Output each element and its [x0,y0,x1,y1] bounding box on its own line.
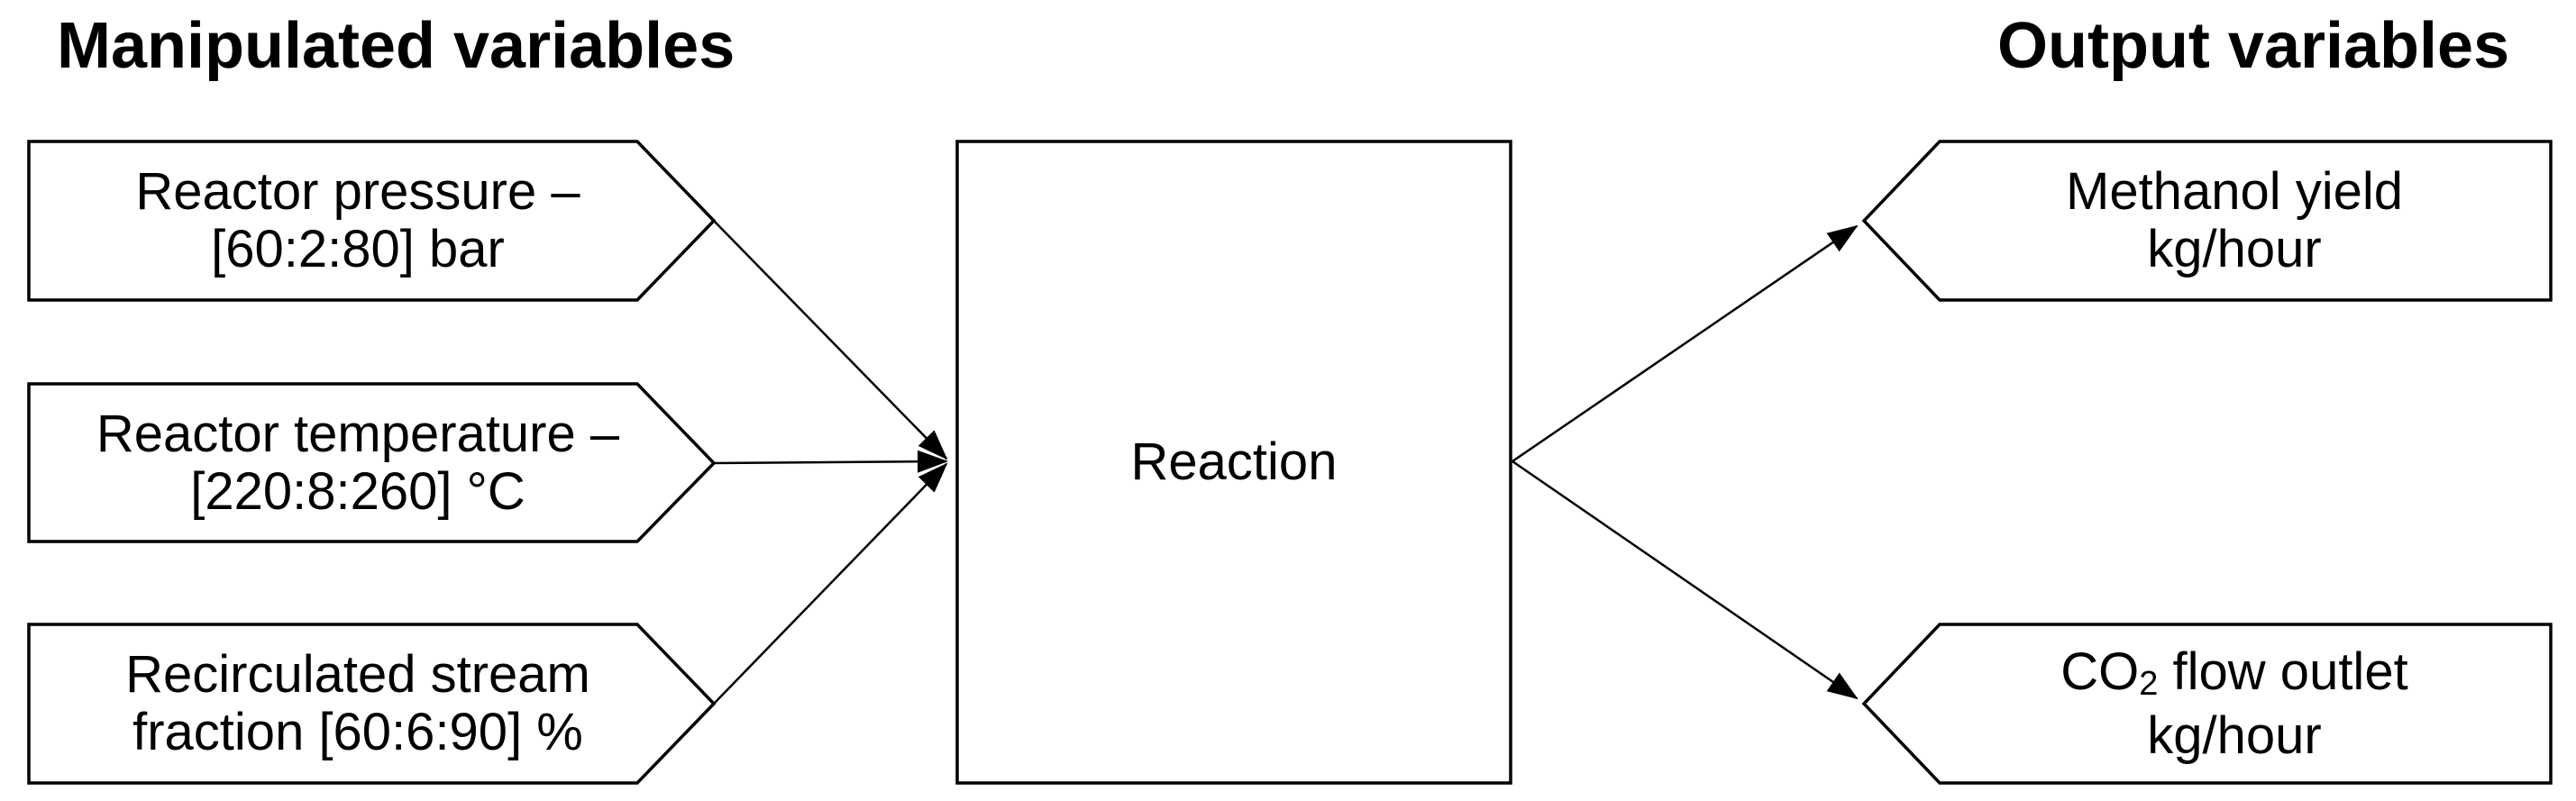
input-box-reactor-temperature-shape [27,382,717,543]
output-1-line2: kg/hour [2147,220,2322,278]
connector-temperature-to-reaction [713,450,948,473]
input-box-reactor-pressure-label: Reactor pressure – [60:2:80] bar [29,141,687,300]
connector-reaction-to-co2 [1512,460,1859,700]
input-box-recirculated-stream-shape [27,623,717,785]
input-3-line1: Recirculated stream [125,645,590,704]
output-2-line2: kg/hour [2147,705,2322,765]
reaction-text: Reaction [1130,432,1338,491]
manipulated-variables-title: Manipulated variables [57,10,735,82]
output-box-co2-flow-label: CO2 flow outlet kg/hour [1918,624,2551,783]
input-box-recirculated-stream-label: Recirculated stream fraction [60:6:90] % [29,624,687,783]
output-variables-title: Output variables [1997,10,2510,82]
output-box-co2-flow-shape [1861,623,2553,785]
output-box-methanol-yield-label: Methanol yield kg/hour [1918,141,2551,300]
co2-prefix: CO [2060,642,2140,701]
input-1-line1: Reactor pressure – [135,162,580,221]
output-box-methanol-yield-shape [1861,140,2553,302]
input-1-line2: [60:2:80] bar [211,220,505,278]
connector-reaction-to-methanol [1512,224,1859,463]
output-1-line1: Methanol yield [2066,162,2403,221]
reaction-box-label: Reaction [957,141,1511,783]
connector-fraction-to-reaction [713,462,948,705]
reaction-box-shape [955,140,1512,785]
input-3-line2: fraction [60:6:90] % [132,703,583,761]
connector-pressure-to-reaction [713,220,948,460]
co2-suffix: flow outlet [2158,642,2408,701]
output-2-line1: CO2 flow outlet [2060,642,2408,707]
co2-subscript: 2 [2139,665,2159,704]
input-box-reactor-temperature-label: Reactor temperature – [220:8:260] °C [29,384,687,542]
input-2-line1: Reactor temperature – [96,405,620,463]
input-2-line2: [220:8:260] °C [190,462,525,521]
input-box-reactor-pressure-shape [27,140,717,302]
